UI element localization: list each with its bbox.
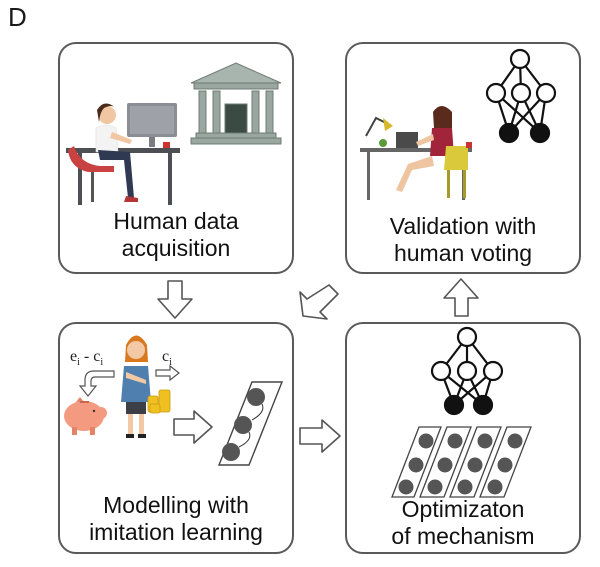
- sequence-strip: [391, 426, 442, 498]
- validation-label: Validation with human voting: [389, 213, 537, 266]
- arrow-down-acquisition-to-modelling: [157, 280, 193, 319]
- neural-network-icon-optimization: [430, 326, 504, 416]
- neural-network-icon-validation: [485, 48, 557, 144]
- coin-stack-icon: [147, 389, 171, 414]
- sequence-strip: [449, 426, 502, 498]
- optimization-box: Optimizaton of mechanism: [345, 322, 581, 554]
- sequence-model-icon: [217, 381, 284, 466]
- arrow-up-optimization-to-validation: [443, 278, 479, 317]
- bank-building-icon: [190, 62, 282, 145]
- woman-at-laptop-illustration: [360, 106, 472, 200]
- curved-arrow-to-piggy: [78, 370, 115, 397]
- acquisition-label: Human data acquisition: [113, 208, 239, 261]
- optimization-label: Optimizaton of mechanism: [391, 496, 535, 549]
- small-arrow-right: [155, 364, 180, 382]
- arrow-diagonal-validation-to-modelling: [299, 284, 339, 320]
- sequence-strip: [479, 426, 532, 498]
- woman-standing-illustration: [121, 335, 151, 438]
- parallel-sequence-models: [391, 426, 532, 498]
- sequence-strip: [419, 426, 472, 498]
- ci-label: ci: [162, 348, 172, 368]
- arrow-right-modelling-to-optimization: [299, 419, 341, 453]
- arrow-right-inner-modelling: [173, 410, 213, 444]
- piggy-bank-icon: [64, 397, 107, 435]
- ei-minus-ci-label: ei - ci: [70, 348, 103, 368]
- panel-letter: D: [8, 2, 27, 32]
- modelling-label: Modelling with imitation learning: [89, 492, 263, 545]
- woman-at-computer-illustration: [66, 103, 180, 205]
